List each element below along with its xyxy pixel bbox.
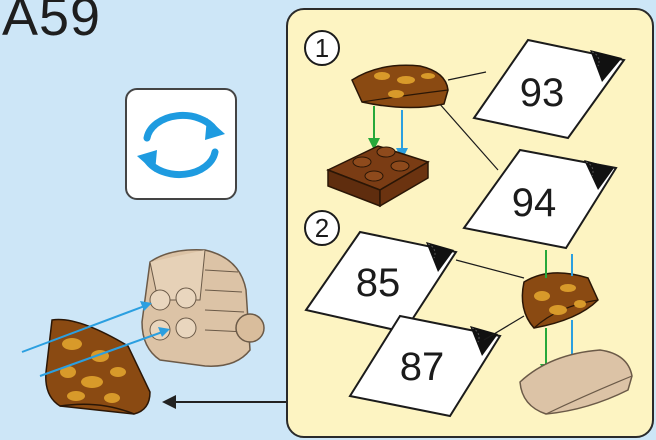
brown-plate-2x2 [326,145,430,208]
step-2-badge [304,210,340,246]
model-preview [21,249,286,415]
part-number-93: 93 [520,71,565,115]
rotate-model-box [125,88,237,200]
spotted-slope-model [45,318,151,415]
instruction-panel: 1 93 94 [286,8,654,438]
tan-head-model [141,249,265,367]
step-1-badge [304,30,340,66]
panel-drawing: 1 93 94 [304,30,633,418]
step-2-label: 2 [315,213,329,243]
result-arrow [162,395,286,409]
page-number: A59 [2,0,102,47]
part-card-85: 85 [304,230,458,334]
step-2: 2 85 87 [304,210,633,418]
part-card-93: 93 [472,38,626,140]
rotate-arrows-icon [137,111,225,179]
part-number-85: 85 [356,261,401,305]
part-number-87: 87 [400,345,445,389]
attach-arrows [21,301,170,377]
step-1: 1 93 94 [304,30,626,250]
part-card-94: 94 [462,148,618,250]
part-number-94: 94 [512,181,557,225]
spotted-slope-brick [351,64,449,109]
spotted-wedge-brick [521,272,599,329]
part-card-87: 87 [348,314,502,418]
tan-slope-brick [519,349,633,415]
step-1-label: 1 [315,33,329,63]
